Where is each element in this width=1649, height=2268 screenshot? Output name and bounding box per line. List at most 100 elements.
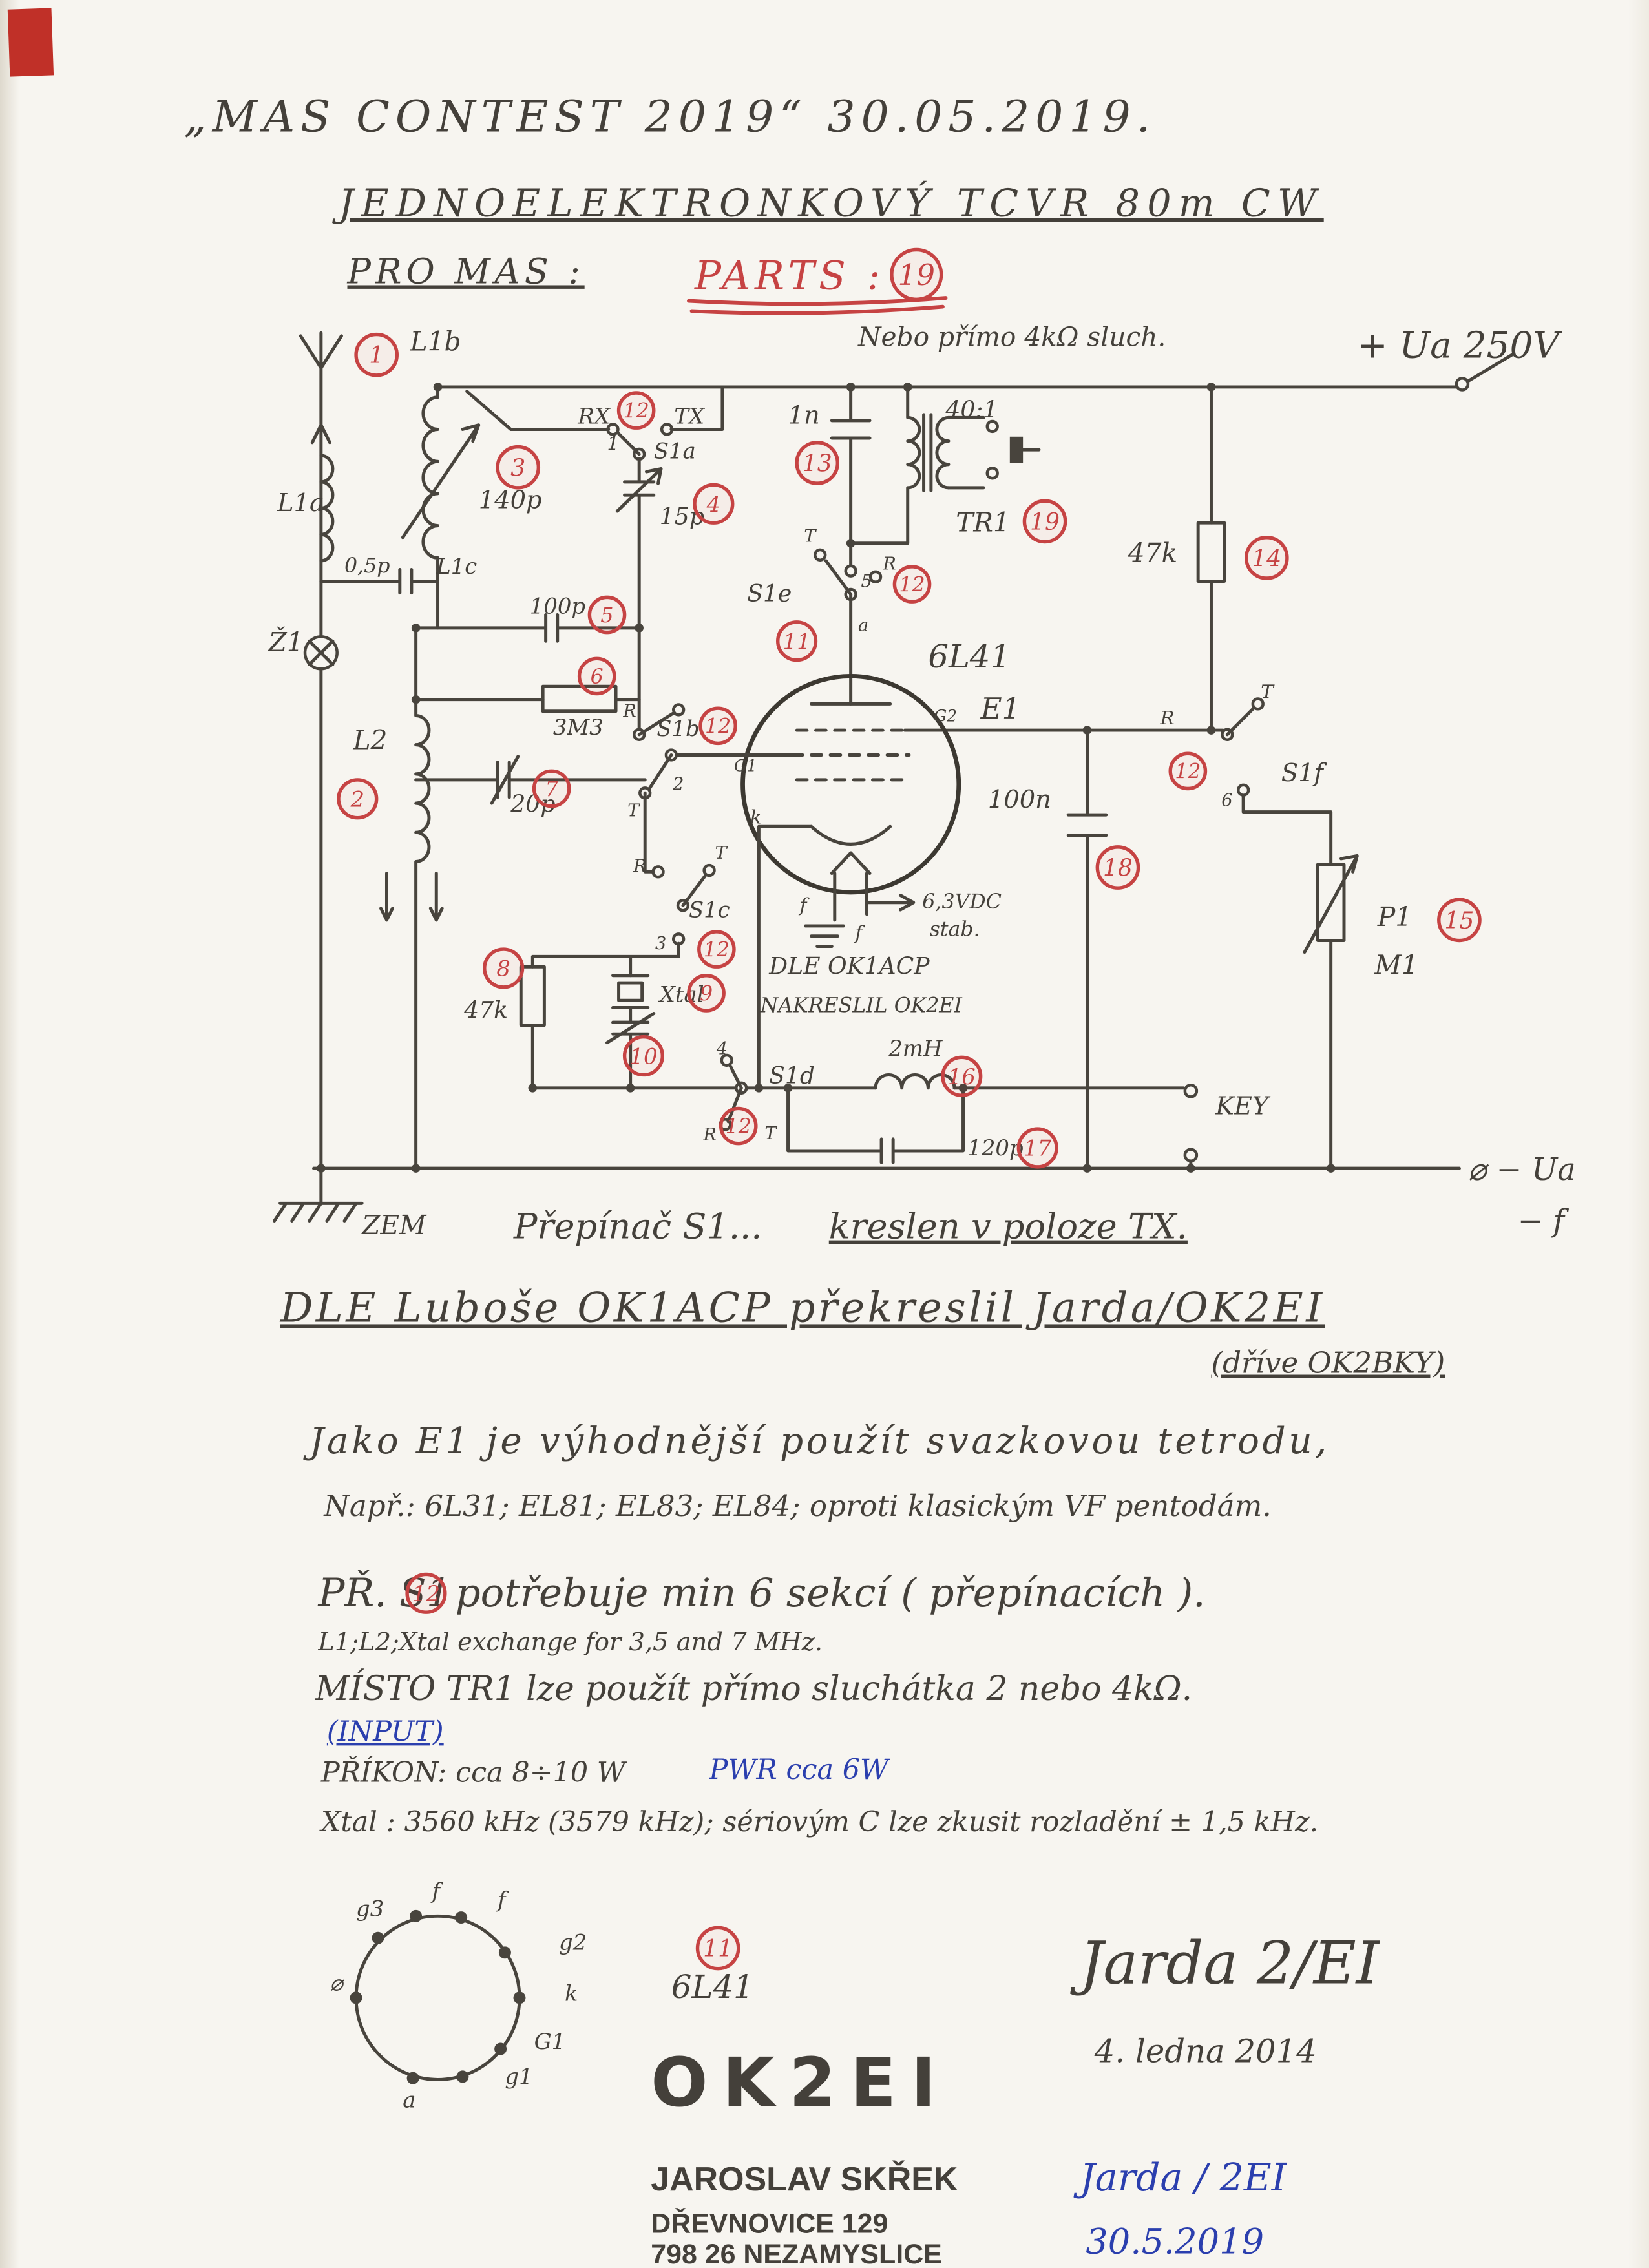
- svg-text:3: 3: [510, 454, 525, 481]
- stamp-address-2: 798 26 NEZAMYSLICE: [651, 2239, 941, 2268]
- label-g2: G2: [934, 707, 957, 726]
- part-badge-11-26: 11: [695, 1926, 740, 1971]
- label-s1b: S1b: [656, 716, 699, 741]
- note-line-7: (INPUT): [327, 1716, 444, 1748]
- part-badge-5-9: 5: [587, 595, 627, 635]
- label-47k-14: 47k: [1128, 538, 1177, 569]
- label-s1c-r: R: [633, 856, 646, 876]
- note-line-4a: PŘ. S1: [317, 1569, 451, 1616]
- part-badge-13-5: 13: [795, 441, 840, 485]
- part-badge-2-14: 2: [337, 778, 379, 820]
- svg-text:2: 2: [350, 786, 365, 812]
- svg-text:5: 5: [600, 604, 613, 627]
- label-l2: L2: [353, 724, 388, 755]
- part-badge-16-22: 16: [941, 1055, 983, 1097]
- circuit-wires: [273, 331, 1514, 2081]
- minus-ua-label: ⌀ − Ua: [1468, 1152, 1576, 1188]
- svg-text:17: 17: [1024, 1136, 1052, 1161]
- label-tube-type-bottom: 6L41: [671, 1968, 754, 2006]
- label-s1c: S1c: [689, 897, 730, 922]
- label-contact-2: 2: [672, 775, 684, 795]
- svg-text:14: 14: [1252, 544, 1281, 572]
- note-line-8b: PWR cca 6W: [709, 1754, 891, 1786]
- label-1n: 1n: [788, 401, 820, 430]
- socket-pin-G1: [494, 2042, 507, 2055]
- svg-text:7: 7: [545, 778, 559, 801]
- part-badge-12-11: 12: [698, 706, 737, 746]
- note-line-1: DLE Luboše OK1ACP překreslil Jarda/OK2EI: [280, 1283, 1325, 1331]
- part-badge-12-23: 12: [719, 1106, 758, 1146]
- note-line-4b: potřebuje min 6 sekcí ( přepínacích ).: [456, 1570, 1206, 1616]
- socket-pin-label-g1: g1: [505, 2064, 532, 2089]
- socket-pin-label-k: k: [565, 1980, 578, 2006]
- part-badge-12-25: 12: [405, 1572, 447, 1614]
- label-m1: M1: [1374, 949, 1418, 980]
- label-stab: stab.: [930, 918, 980, 941]
- part-badge-15-17: 15: [1437, 898, 1482, 943]
- label-s1b-r: R: [622, 702, 636, 722]
- label-15p: 15p: [660, 502, 704, 530]
- label-20p: 20p: [510, 790, 555, 818]
- title-line-3: PRO MAS :: [347, 251, 585, 291]
- svg-text:18: 18: [1103, 854, 1133, 882]
- label-s1e-t: T: [804, 527, 817, 547]
- svg-text:9: 9: [700, 982, 713, 1005]
- label-100n: 100n: [988, 785, 1051, 814]
- svg-text:11: 11: [783, 629, 811, 654]
- label-anode-a: a: [858, 615, 868, 635]
- label-s1e-r: R: [882, 554, 896, 574]
- label-z1: Ž1: [268, 626, 304, 658]
- red-corner-mark: [7, 8, 54, 77]
- socket-pin-label-⌀: ⌀: [330, 1971, 345, 1996]
- stamp-name: JAROSLAV SKŘEK: [651, 2160, 958, 2198]
- socket-pin-label-f: f: [496, 1887, 509, 1913]
- label-05p: 0,5p: [344, 554, 390, 578]
- svg-text:12: 12: [726, 1115, 751, 1139]
- label-s1f-t: T: [1261, 680, 1275, 702]
- socket-pin-g3: [372, 1931, 384, 1944]
- svg-text:12: 12: [704, 938, 730, 961]
- label-key: KEY: [1215, 1091, 1271, 1120]
- socket-pin-g1: [456, 2070, 469, 2083]
- socket-pin-label-g3: g3: [356, 1896, 384, 1921]
- part-badge-12-13: 12: [1168, 751, 1208, 791]
- label-47k-8: 47k: [463, 996, 508, 1024]
- label-l1c: L1c: [436, 554, 477, 579]
- parts-label: PARTS :: [694, 253, 885, 299]
- svg-text:12: 12: [1175, 761, 1201, 784]
- part-badge-12-6: 12: [892, 565, 932, 604]
- label-l1a: L1a: [277, 488, 324, 518]
- label-tx: TX: [674, 403, 706, 428]
- part-badge-14-8: 14: [1244, 536, 1289, 580]
- label-tr1: TR1: [956, 507, 1010, 538]
- label-xtal: Xtal: [658, 982, 704, 1007]
- note-line-2: Jako E1 je výhodnější použít svazkovou t…: [303, 1420, 1330, 1462]
- parts-underline: [687, 296, 948, 315]
- label-g1: G1: [734, 756, 757, 775]
- note-line-8a: PŘÍKON: cca 8÷10 W: [320, 1756, 628, 1789]
- label-rx: RX: [577, 403, 611, 428]
- label-contact-6: 6: [1221, 791, 1232, 811]
- svg-text:12: 12: [899, 573, 925, 596]
- label-s1c-t: T: [715, 843, 728, 863]
- label-zem: ZEM: [361, 1210, 427, 1241]
- part-badge-8-19: 8: [483, 947, 525, 989]
- label-s1c-t-upper: T: [627, 801, 640, 821]
- label-dle-ok1acp: DLE OK1ACP: [768, 952, 930, 980]
- stamp-address-1: DŘEVNOVICE 129: [651, 2208, 888, 2240]
- socket-pin-label-G1: G1: [534, 2029, 566, 2054]
- svg-text:19: 19: [1030, 508, 1060, 536]
- label-contact-3: 3: [655, 934, 666, 954]
- svg-text:15: 15: [1444, 907, 1474, 934]
- part-badge-10-21: 10: [622, 1034, 665, 1077]
- label-l1b: L1b: [410, 326, 461, 357]
- socket-pin-label-f: f: [430, 1878, 443, 1904]
- svg-text:4: 4: [706, 492, 721, 517]
- socket-pin-k: [513, 1991, 526, 2004]
- label-contact-5: 5: [861, 572, 872, 592]
- signature-2-date: 30.5.2019: [1086, 2221, 1264, 2262]
- label-s1f-r: R: [1159, 707, 1174, 729]
- part-badge-19-7: 19: [1022, 499, 1067, 544]
